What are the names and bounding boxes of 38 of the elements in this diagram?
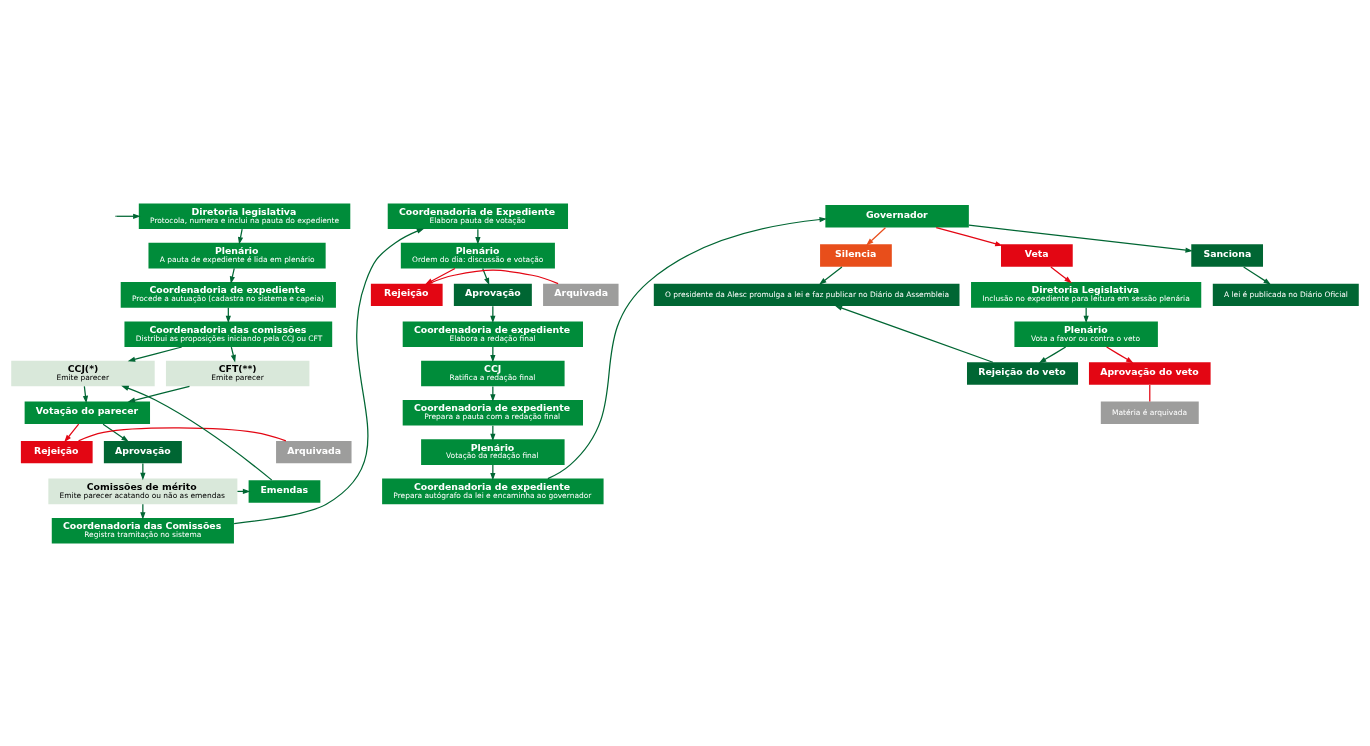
arrow [140,462,146,480]
arrow [1106,345,1134,363]
node-box: Emendas [248,479,321,503]
arrow [127,385,191,403]
arrow [866,226,887,246]
arrow [834,305,994,363]
arrow [1243,265,1271,285]
arrow [1083,306,1089,323]
node-box: Aprovação [103,440,182,463]
node-box: Arquivada [276,440,352,463]
arrow [475,228,481,245]
node-box: Veta [1001,243,1073,267]
arrow [935,226,1003,246]
node-box: Aprovação [453,283,532,306]
arrow [64,423,80,442]
arrow [82,385,89,403]
arrow [237,228,244,245]
node-box: Rejeição [370,283,443,306]
arrow [819,265,843,285]
node-box: Rejeição [20,440,93,463]
node-box: Rejeição do veto [967,361,1079,385]
node-box: Votação do parecer [24,401,151,424]
arrow [229,267,235,284]
arrow [121,385,273,481]
node-box: Governador [825,204,969,227]
arrow [102,423,129,442]
arrow [968,224,1193,253]
node-box: Arquivada [543,283,619,306]
arrow [230,345,236,362]
arrow [140,503,146,520]
arrow [127,345,183,362]
arrow [1038,345,1067,363]
connector [77,426,287,441]
node-box: Aprovação do veto [1088,361,1211,385]
arrow [1050,265,1072,283]
node-box: Silencia [820,243,892,267]
node-box: Sanciona [1191,243,1263,267]
arrow [547,216,827,479]
